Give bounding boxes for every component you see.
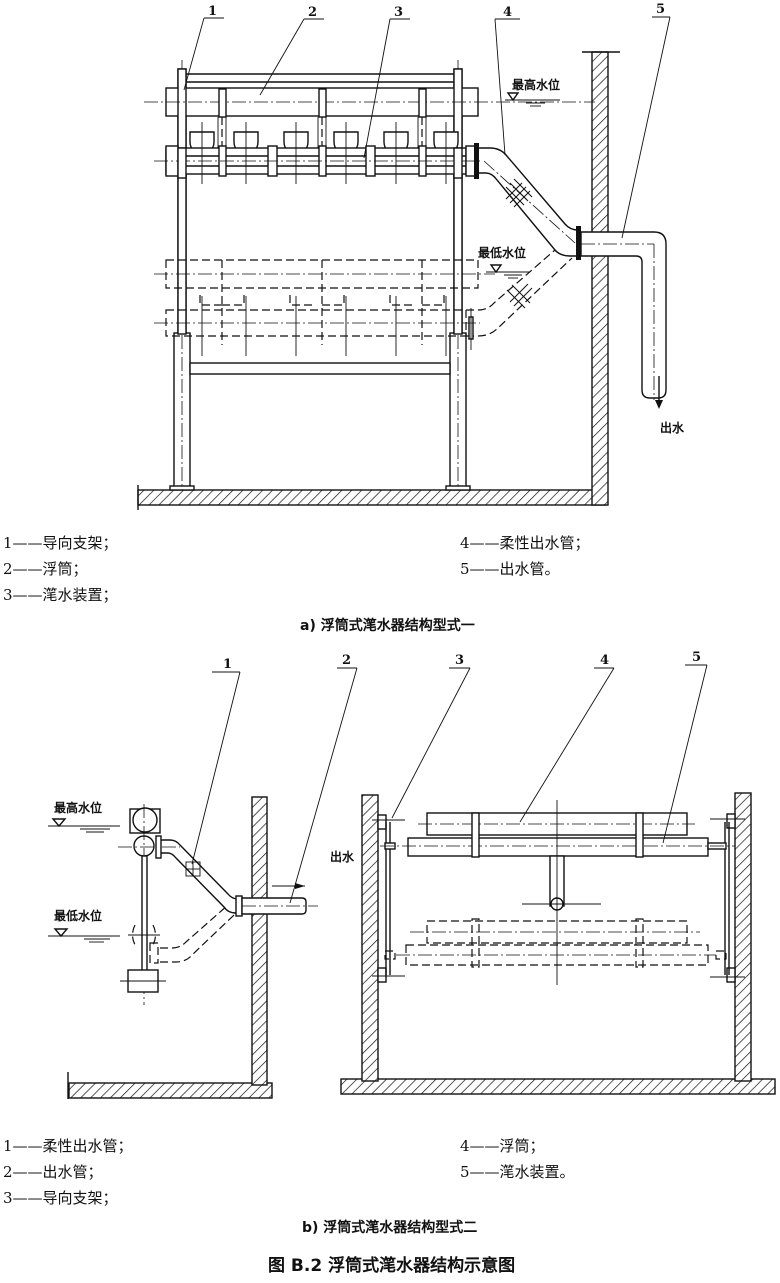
water-level-low-a: 最低水位 (478, 245, 530, 279)
float-drum-b (418, 812, 695, 836)
outlet-label-a: 出水 (660, 420, 685, 435)
flexible-outlet-pipe-b (155, 835, 239, 963)
drum-clamps (217, 88, 427, 148)
ground-slab-a (137, 489, 607, 506)
diagram-b-right: 出水 (330, 650, 776, 1095)
legend-a-item-2: 2——浮筒； (3, 560, 88, 578)
float-guide-b-left (118, 804, 180, 1005)
ground-slab-b-right (340, 1078, 776, 1095)
outlet-pipe-a (576, 226, 667, 409)
right-wall-a (591, 51, 609, 506)
callouts-a: 1 2 3 4 5 (183, 2, 671, 239)
ground-slab-b-left (68, 1082, 273, 1099)
callout-b-5: 5 (692, 650, 701, 665)
callout-a-4: 4 (503, 5, 512, 20)
outlet-pipe-b (235, 883, 318, 917)
high-water-label-a: 最高水位 (512, 77, 560, 92)
callout-b-2: 2 (342, 653, 351, 668)
low-water-label-a: 最低水位 (478, 245, 526, 260)
callout-b-3: 3 (455, 653, 464, 668)
legend-b-item-4: 4——浮筒； (460, 1137, 545, 1155)
wall-b-right-right (734, 792, 752, 1082)
outlet-label-b: 出水 (330, 849, 355, 864)
wall-b-right-left (361, 794, 379, 1082)
float-low-position-a (154, 259, 495, 356)
water-level-high-b: 最高水位 (48, 800, 120, 833)
legend-a-left: 1——导向支架； 2——浮筒； 3——滗水装置； (3, 530, 118, 608)
legend-b-item-2: 2——出水管； (3, 1163, 103, 1181)
legend-a-item-1: 1——导向支架； (3, 534, 118, 552)
caption-a: a) 浮筒式滗水器结构型式一 (300, 618, 475, 634)
callout-b-1: 1 (223, 657, 232, 672)
water-level-high-a: 最高水位 (505, 77, 560, 107)
callout-a-2: 2 (308, 5, 317, 20)
legend-b-item-1: 1——柔性出水管； (3, 1137, 133, 1155)
legend-a-item-3: 3——滗水装置； (3, 586, 118, 604)
decanting-device-a (154, 122, 480, 184)
float-low-position-b (384, 918, 727, 968)
legend-b-item-3: 3——导向支架； (3, 1189, 118, 1207)
low-water-label-b: 最低水位 (54, 908, 102, 923)
legend-b-item-5: 5——滗水装置。 (460, 1163, 575, 1181)
water-level-low-b: 最低水位 (48, 908, 120, 943)
callout-a-3: 3 (394, 5, 403, 20)
flexible-outlet-pipe-a (466, 143, 579, 350)
diagram-a: 最高水位 最低水位 出水 1 2 3 4 5 (137, 2, 685, 510)
legend-a-item-5: 5——出水管。 (460, 560, 560, 578)
legend-b-left: 1——柔性出水管； 2——出水管； 3——导向支架； (3, 1133, 133, 1211)
legend-b-right: 4——浮筒； 5——滗水装置。 (460, 1133, 575, 1185)
wall-b-left (251, 796, 268, 1086)
high-water-label-b: 最高水位 (54, 800, 102, 815)
callout-b-4: 4 (600, 653, 609, 668)
caption-b: b) 浮筒式滗水器结构型式二 (302, 1220, 478, 1236)
frame-crossbar (189, 362, 451, 375)
decanting-device-b (380, 800, 735, 985)
diagram-b-left: 最高水位 最低水位 1 2 (48, 653, 358, 1099)
figure-title: 图 B.2 浮筒式滗水器结构示意图 (268, 1256, 516, 1276)
legend-a-right: 4——柔性出水管； 5——出水管。 (460, 530, 590, 582)
legend-a-item-4: 4——柔性出水管； (460, 534, 590, 552)
callout-a-5: 5 (656, 2, 665, 17)
callout-a-1: 1 (208, 4, 217, 19)
